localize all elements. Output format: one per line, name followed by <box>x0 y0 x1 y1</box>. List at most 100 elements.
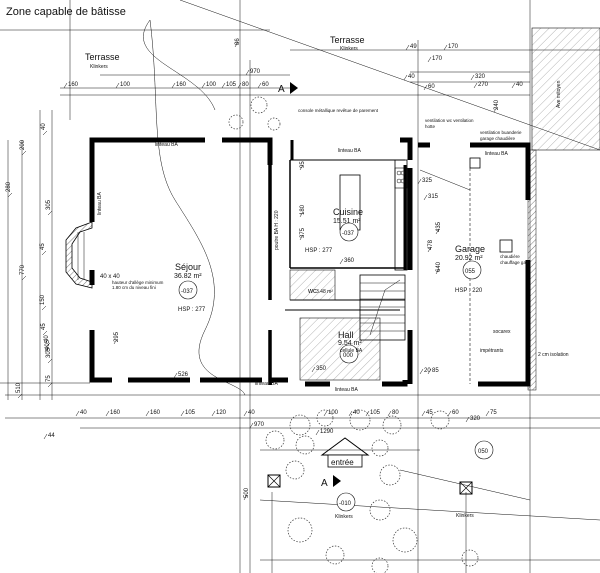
dimension-label: 970 <box>250 69 261 75</box>
dimension-tick <box>493 106 498 113</box>
bay-window <box>65 221 93 289</box>
dimension-tick <box>7 192 13 198</box>
dimension-label: 95 <box>300 161 306 168</box>
dimension-label: 75 <box>46 375 52 382</box>
dimension-label: 305 <box>46 199 52 210</box>
dimension-tick <box>173 372 178 379</box>
dimension-tick <box>339 258 344 265</box>
terrasse-left-sub: Klinkers <box>90 64 108 70</box>
dimension-label: 500 <box>244 487 250 498</box>
dimension-label: 405 <box>45 339 51 350</box>
dimension-tick <box>323 410 328 417</box>
dimension-label: 320 <box>475 74 486 80</box>
note-linteau-garage: linteau BA <box>485 151 508 157</box>
dimension-label: 40 <box>408 74 415 80</box>
dimension-tick <box>257 82 262 89</box>
dimension-tick <box>473 82 478 89</box>
dimension-label: 160 <box>176 82 187 88</box>
dimension-label: 325 <box>422 178 433 184</box>
note-linteau-bottom-2: linteau BA <box>335 387 358 393</box>
dimension-tick <box>427 246 432 253</box>
dimension-label: 85 <box>432 368 439 374</box>
note-pilier: 40 x 40 <box>100 274 120 280</box>
tag-050-label: 050 <box>478 449 489 455</box>
klinkers-label-2: Klinkers <box>456 513 474 519</box>
terrasse-right-sub: Klinkers <box>340 46 358 52</box>
dimension-tick <box>299 234 304 241</box>
dimension-label: 60 <box>428 84 435 90</box>
dimension-label: 240 <box>494 99 500 110</box>
dimension-label: 305 <box>46 347 52 358</box>
note-ventilation: ventilation wc ventilation hotte <box>425 118 474 129</box>
sejour-name: Séjour <box>175 262 201 272</box>
dimension-tick <box>421 410 426 417</box>
dimension-tick <box>21 150 27 156</box>
dimension-label: 40 <box>80 410 87 416</box>
dimension-tick <box>443 44 448 51</box>
cuisine-hsp: HSP : 277 <box>305 248 333 254</box>
dimension-tick <box>470 74 475 81</box>
dimension-tick <box>145 410 150 417</box>
dimension-tick <box>348 410 353 417</box>
note-ventilation-garage: ventilation buanderie garage chaudière <box>480 130 522 141</box>
dimension-label: 45 <box>40 243 46 250</box>
dimension-label: 86 <box>235 38 241 45</box>
dimension-label: 80 <box>242 82 249 88</box>
dimension-label: 75 <box>490 410 497 416</box>
terrasse-left-title: Terrasse <box>85 52 120 62</box>
note-console: console métallique revêtue de parement <box>298 108 379 113</box>
dimension-tick <box>75 410 80 417</box>
entrance-marker <box>320 437 370 468</box>
garage-name: Garage <box>455 244 485 254</box>
dimension-tick <box>485 410 490 417</box>
dimension-tick <box>419 368 424 375</box>
dimension-tick <box>41 250 47 256</box>
dimension-label: 478 <box>428 239 434 250</box>
dimension-label: 150 <box>40 294 46 305</box>
dimension-label: 295 <box>114 331 120 342</box>
cuisine-name: Cuisine <box>333 207 363 217</box>
dimension-tick <box>41 305 47 311</box>
note-isolation: 2 cm isolation <box>538 352 569 358</box>
cuisine-area: 15.51 m² <box>333 218 361 225</box>
section-label-bottom: A <box>321 478 328 489</box>
terrasse-right-title: Terrasse <box>330 35 365 45</box>
dimension-tick <box>63 82 68 89</box>
dimension-tick <box>427 56 432 63</box>
garage-code: 055 <box>465 269 476 275</box>
section-label-top: A <box>278 84 285 95</box>
dimension-label: 170 <box>432 56 443 62</box>
dimension-tick <box>43 433 48 440</box>
section-marker-bottom <box>333 475 341 487</box>
dimension-label: 105 <box>226 82 237 88</box>
dimension-label: 435 <box>436 221 442 232</box>
tag-hall-circle <box>339 344 359 364</box>
dimension-label: 100 <box>328 410 339 416</box>
hall-code: 000 <box>343 353 354 359</box>
note-socarex: socarex <box>493 329 511 335</box>
dimension-tick <box>435 228 440 235</box>
dimension-label: 105 <box>370 410 381 416</box>
dimension-label: 105 <box>185 410 196 416</box>
tag-garage-circle <box>462 260 482 280</box>
dimension-tick <box>21 275 27 281</box>
dimension-label: 80 <box>392 410 399 416</box>
dimension-tick <box>465 416 470 423</box>
dimension-label: 360 <box>344 258 355 264</box>
hall-name: Hall <box>338 330 354 340</box>
dimension-label: 510 <box>16 382 22 393</box>
dimension-label: 45 <box>41 323 47 330</box>
tag-sejour-circle <box>178 280 198 300</box>
dimension-label: 526 <box>178 372 189 378</box>
dimension-tick <box>45 342 51 348</box>
dimension-label: 40 <box>516 82 523 88</box>
dimension-tick <box>427 368 432 375</box>
dimension-tick <box>115 82 120 89</box>
dimension-tick <box>423 194 428 201</box>
dimension-tick <box>299 211 304 218</box>
tag-cuisine-circle <box>339 222 359 242</box>
dimension-label: 40 <box>41 123 47 130</box>
dimension-tick <box>405 44 410 51</box>
hall-sub: cellule BA <box>340 348 363 354</box>
